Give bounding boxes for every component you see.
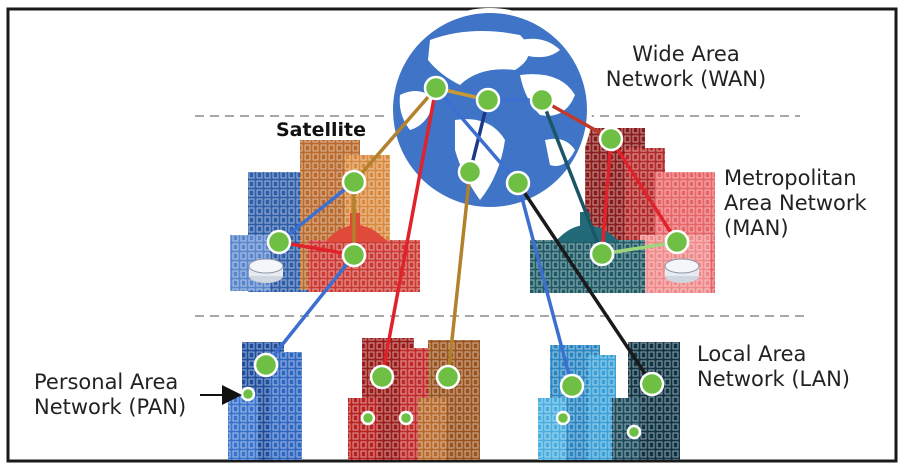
network-node-icon — [589, 241, 615, 267]
network-node-icon — [341, 242, 367, 268]
building-icon — [348, 338, 428, 460]
man-label-line: Metropolitan — [724, 166, 857, 190]
man-label: Metropolitan Area Network (MAN) — [724, 166, 867, 241]
network-links — [264, 86, 679, 388]
wan-label-line: Network (WAN) — [605, 67, 767, 91]
network-node-icon — [423, 75, 449, 101]
network-node-icon — [398, 410, 414, 426]
network-node-icon — [435, 364, 461, 390]
building-icon — [418, 340, 480, 460]
network-link — [277, 180, 356, 244]
wan-label-line: Wide Area — [632, 42, 740, 66]
network-node-icon — [240, 386, 256, 402]
lan-label: Local Area Network (LAN) — [697, 342, 850, 392]
network-link — [446, 170, 472, 379]
network-node-icon — [664, 229, 690, 255]
network-link — [516, 181, 654, 386]
router-icon — [664, 258, 700, 283]
pan-label-line: Network (PAN) — [34, 395, 187, 419]
router-icon — [248, 258, 284, 283]
network-node-icon — [639, 371, 665, 397]
network-node-icon — [369, 364, 395, 390]
man-label-line: Area Network — [724, 191, 867, 215]
network-link — [264, 253, 356, 367]
network-link — [600, 137, 613, 256]
wan-label: Wide Area Network (WAN) — [596, 42, 776, 92]
network-link — [600, 240, 679, 256]
network-link — [609, 137, 679, 244]
network-link — [380, 86, 438, 379]
network-link — [352, 86, 438, 184]
network-node-icon — [475, 87, 501, 113]
network-link — [516, 181, 574, 388]
pan-label: Personal Area Network (PAN) — [34, 370, 186, 420]
network-node-icon — [253, 352, 279, 378]
network-node-icon — [626, 424, 642, 440]
network-node-icon — [360, 410, 376, 426]
lan-label-line: Network (LAN) — [697, 367, 850, 391]
network-link — [540, 98, 604, 256]
building-icon — [538, 345, 616, 460]
man-label-line: (MAN) — [724, 216, 789, 240]
satellite-label: Satellite — [276, 119, 366, 141]
network-link — [277, 240, 356, 257]
network-node-icon — [266, 229, 292, 255]
network-node-icon — [529, 87, 555, 113]
pan-label-line: Personal Area — [34, 370, 179, 394]
network-node-icon — [505, 170, 531, 196]
network-node-icon — [559, 373, 585, 399]
network-nodes — [240, 75, 690, 440]
network-link — [540, 98, 613, 141]
network-node-icon — [341, 169, 367, 195]
network-node-icon — [457, 159, 483, 185]
network-node-icon — [555, 410, 571, 426]
network-link — [434, 86, 520, 185]
network-node-icon — [598, 126, 624, 152]
lan-label-line: Local Area — [697, 342, 807, 366]
